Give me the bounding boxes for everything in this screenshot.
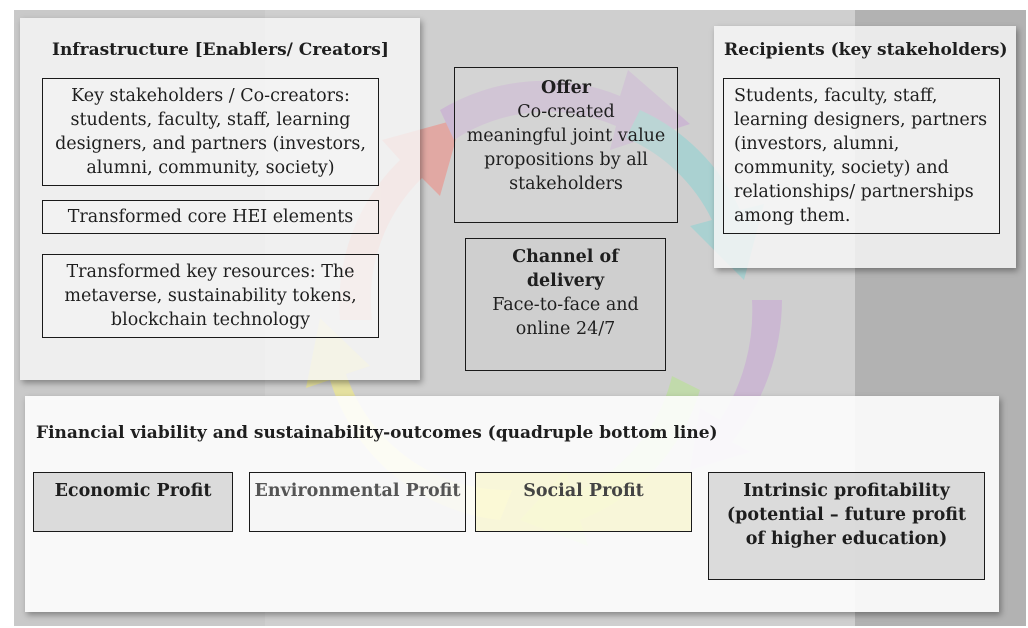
cycle-arrow-purple xyxy=(440,70,690,150)
economic-profit-label: Economic Profit xyxy=(54,481,212,501)
offer-box: Offer Co-created meaningful joint value … xyxy=(454,67,678,223)
offer-title: Offer xyxy=(541,78,591,98)
infrastructure-title: Infrastructure [Enablers/ Creators] xyxy=(52,40,389,60)
social-profit-box: Social Profit xyxy=(475,472,692,532)
channel-title: Channel of delivery xyxy=(512,247,619,291)
channel-box: Channel of delivery Face-to-face and onl… xyxy=(465,238,666,371)
channel-text: Face-to-face and online 24/7 xyxy=(492,295,639,339)
offer-text: Co-created meaningful joint value propos… xyxy=(466,102,666,194)
recipients-panel xyxy=(714,26,1016,268)
intrinsic-profitability-box: Intrinsic profitability (potential – fut… xyxy=(708,472,985,580)
economic-profit-box: Economic Profit xyxy=(33,472,233,532)
core-elements-text: Transformed core HEI elements xyxy=(67,207,354,227)
recipients-title: Recipients (key stakeholders) xyxy=(724,40,1008,60)
environmental-profit-label: Environmental Profit xyxy=(254,481,461,501)
key-resources-text: Transformed key resources: The metaverse… xyxy=(64,262,357,330)
key-resources-box: Transformed key resources: The metaverse… xyxy=(42,254,379,338)
environmental-profit-box: Environmental Profit xyxy=(249,472,466,532)
key-stakeholders-text: Key stakeholders / Co-creators: students… xyxy=(55,86,366,178)
recipients-text: Students, faculty, staff, learning desig… xyxy=(734,86,988,226)
social-profit-label: Social Profit xyxy=(523,481,644,501)
recipients-box: Students, faculty, staff, learning desig… xyxy=(723,78,1000,234)
core-elements-box: Transformed core HEI elements xyxy=(42,200,379,234)
financial-title: Financial viability and sustainability-o… xyxy=(36,423,718,443)
key-stakeholders-box: Key stakeholders / Co-creators: students… xyxy=(42,78,379,186)
intrinsic-profitability-label: Intrinsic profitability (potential – fut… xyxy=(726,481,967,549)
